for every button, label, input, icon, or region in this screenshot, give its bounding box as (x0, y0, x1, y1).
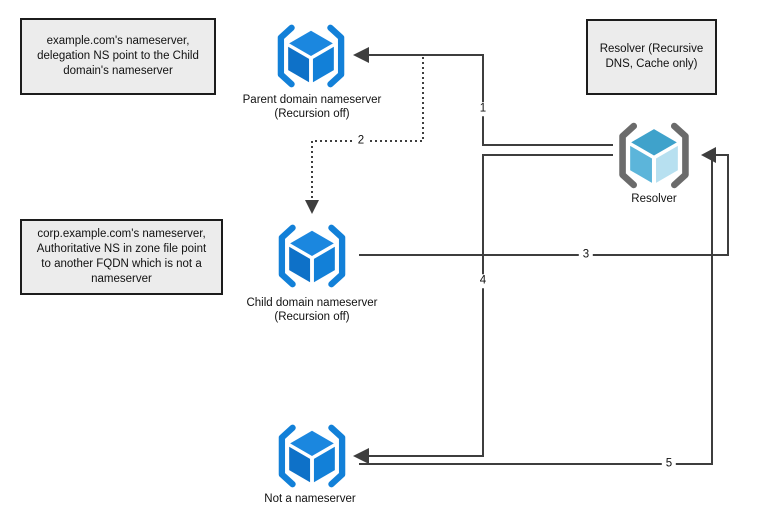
edge-4-resolver-to-notns (369, 154, 613, 457)
edge-3-child-to-resolver (359, 154, 729, 256)
edge-3-number: 3 (578, 248, 594, 262)
edge-2-number: 2 (353, 134, 369, 148)
child-nameserver-node (271, 222, 353, 295)
edge-2-parent-to-child (311, 57, 424, 201)
edge-2-arrowhead (305, 200, 319, 214)
resolver-note-box: Resolver (Recursive DNS, Cache only) (586, 19, 717, 95)
parent-note-box: example.com's nameserver, delegation NS … (20, 18, 216, 95)
cube-in-brackets-icon (278, 224, 346, 288)
cube-in-brackets-icon (619, 122, 689, 189)
resolver-node (611, 120, 697, 196)
cube-in-brackets-icon (277, 24, 345, 88)
resolver-label: Resolver (631, 193, 677, 205)
cube-in-brackets-icon (278, 424, 346, 488)
child-nameserver-label: Child domain nameserver (Recursion off) (246, 297, 378, 324)
edge-1-arrowhead (353, 47, 369, 63)
parent-nameserver-label: Parent domain nameserver (Recursion off) (242, 94, 382, 121)
edge-5-number: 5 (661, 457, 677, 471)
edge-3-5-arrowhead (701, 147, 716, 163)
edge-4-number: 4 (475, 274, 491, 288)
edge-1-number: 1 (475, 102, 491, 116)
parent-nameserver-node (270, 22, 352, 95)
edge-1-resolver-to-parent (369, 54, 613, 146)
edge-4-arrowhead (353, 448, 369, 464)
not-a-nameserver-node (271, 422, 353, 495)
not-a-nameserver-label: Not a nameserver (264, 493, 356, 505)
child-note-box: corp.example.com's nameserver, Authorita… (20, 219, 223, 295)
